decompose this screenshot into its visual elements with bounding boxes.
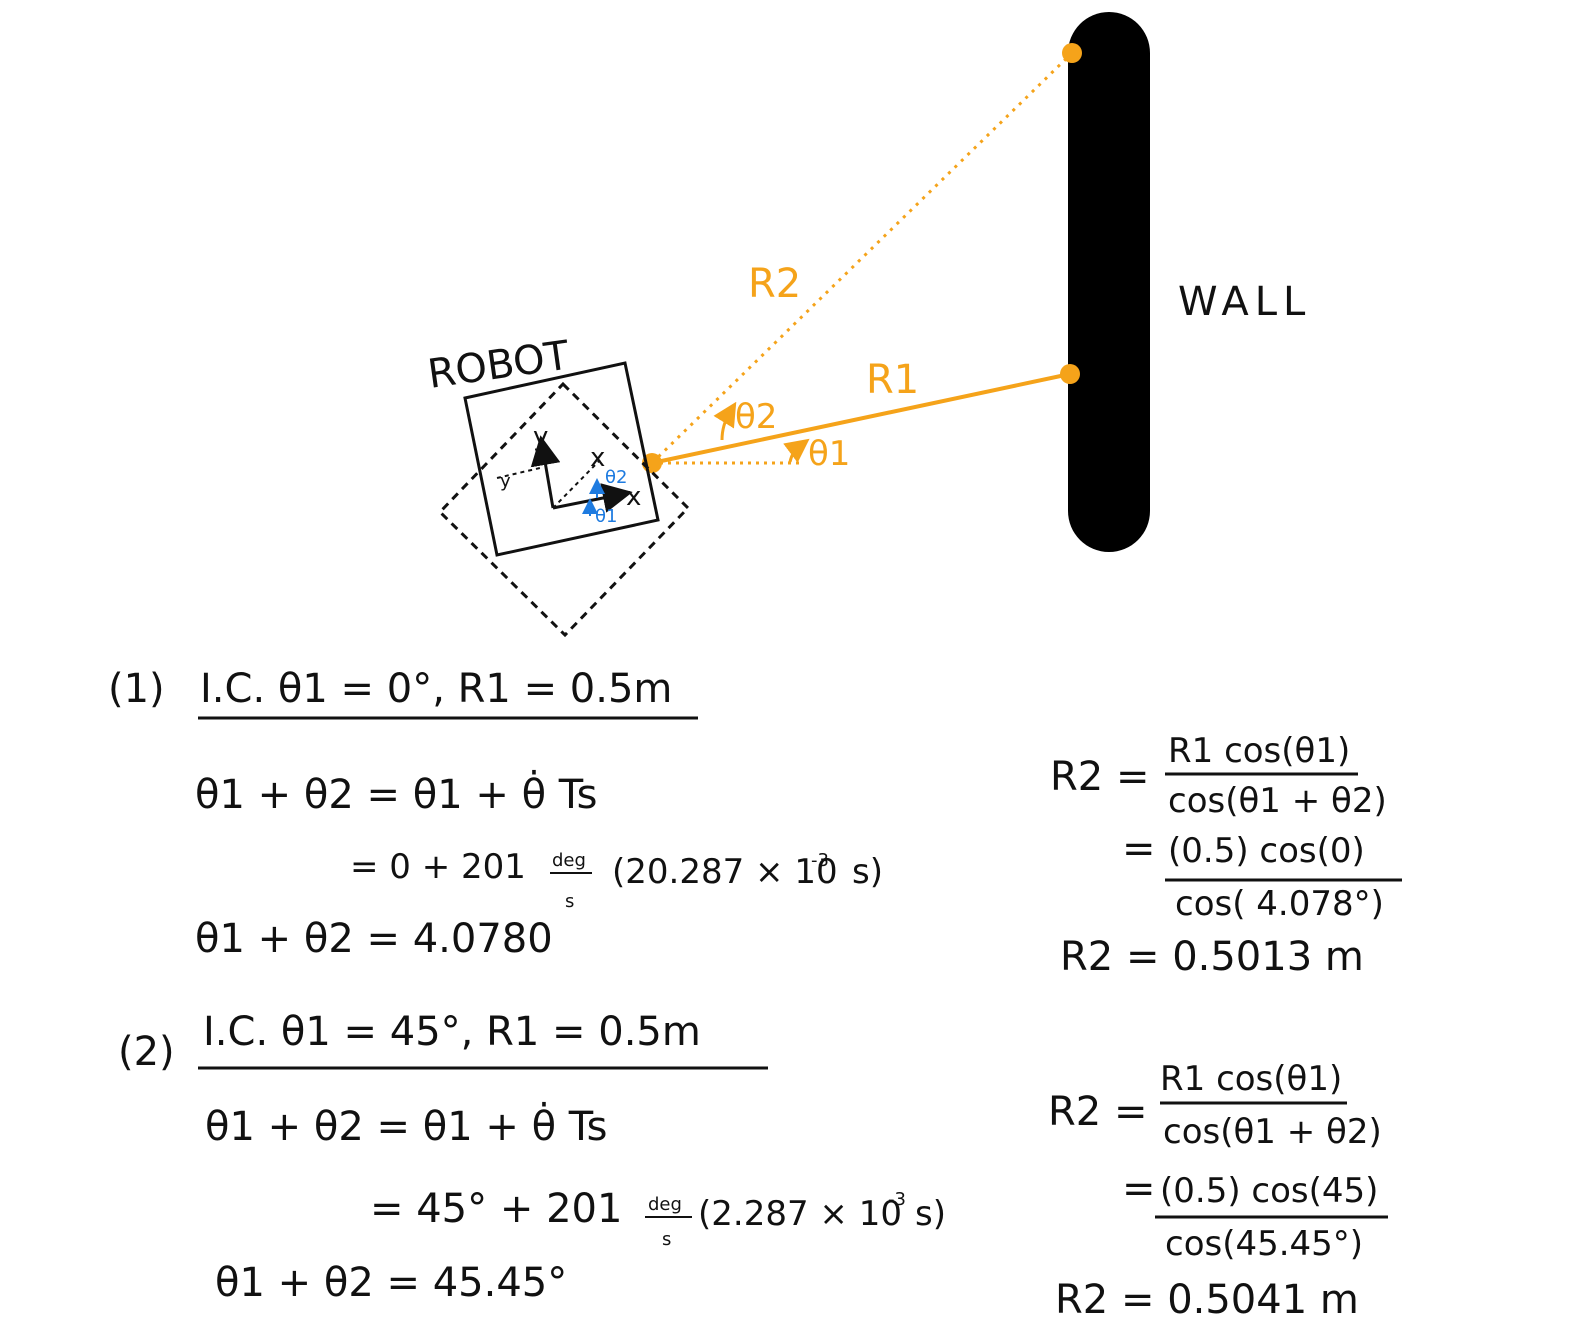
case1-angle-result: θ1 + θ2 = 4.0780 — [195, 916, 553, 962]
case1-unit-denominator: s — [565, 891, 574, 912]
case2-equation-1: θ1 + θ2 = θ1 + θ̇ Ts — [205, 1101, 607, 1150]
case2-r2-result: R2 = 0.5041 m — [1055, 1277, 1359, 1323]
case2-exponent: -3 — [888, 1189, 906, 1210]
case1-unit-numerator: deg — [552, 850, 586, 871]
case2-r2-lhs: R2 = — [1048, 1089, 1147, 1135]
case2-r2-equals: = — [1122, 1166, 1156, 1212]
robot-label: ROBOT — [425, 333, 573, 398]
robot-x-label-secondary: x — [590, 443, 605, 473]
robot-body — [463, 361, 660, 557]
case1-r2-equals: = — [1122, 826, 1156, 872]
theta2-label: θ2 — [735, 397, 777, 437]
robot-y-axis — [530, 435, 561, 509]
case1-r2-denominator-values: cos( 4.078°) — [1175, 884, 1384, 924]
r2-label: R2 — [748, 261, 801, 307]
case2-initial-conditions: I.C. θ1 = 45°, R1 = 0.5m — [203, 1009, 701, 1055]
case2-unit-denominator: s — [662, 1229, 671, 1250]
robot-theta2-label: θ2 — [605, 467, 627, 488]
case1-r2-lhs: R2 = — [1050, 754, 1149, 800]
case1-r2-denominator: cos(θ1 + θ2) — [1168, 781, 1387, 821]
case1-r2-numerator: R1 cos(θ1) — [1168, 731, 1350, 771]
r1-ray — [651, 372, 1071, 465]
robot-dashed-guide — [552, 459, 601, 509]
case2-r2-numerator: R1 cos(θ1) — [1160, 1059, 1342, 1099]
wall — [1068, 12, 1150, 552]
robot-y-label-secondary: y — [500, 471, 511, 492]
case1-equation-1: θ1 + θ2 = θ1 + θ̇ Ts — [195, 769, 597, 818]
r1-label: R1 — [866, 357, 919, 403]
case1-number: (1) — [108, 666, 165, 712]
case1-r2-numerator-values: (0.5) cos(0) — [1168, 831, 1365, 871]
theta1-arc-arrow — [783, 438, 810, 463]
r1-wall-hit-point — [1060, 364, 1080, 384]
case1-equation-2b: (20.287 × 10 — [612, 852, 838, 892]
case2-equation-2b: (2.287 × 10 — [698, 1194, 902, 1234]
r2-wall-hit-point — [1062, 43, 1082, 63]
case1-equation-2a: = 0 + 201 — [350, 847, 526, 887]
r2-ray — [650, 51, 1074, 465]
case2-r2-denominator-values: cos(45.45°) — [1165, 1224, 1363, 1264]
robot-rotated-outline — [437, 381, 691, 638]
robot-x-label: x — [626, 482, 641, 512]
case2-r2-numerator-values: (0.5) cos(45) — [1160, 1171, 1378, 1211]
case1-r2-result: R2 = 0.5013 m — [1060, 934, 1364, 980]
case2-equation-2a: = 45° + 201 — [370, 1186, 622, 1232]
case1-equation-2c: s) — [852, 852, 883, 892]
theta2-arc-arrow — [713, 401, 737, 441]
case2-equation-2c: s) — [915, 1194, 946, 1234]
case2-r2-denominator: cos(θ1 + θ2) — [1163, 1112, 1382, 1152]
case2-unit-numerator: deg — [648, 1194, 682, 1215]
robot-y-label: y — [533, 422, 548, 452]
theta1-label: θ1 — [808, 434, 850, 474]
case2-number: (2) — [118, 1029, 175, 1075]
case1-initial-conditions: I.C. θ1 = 0°, R1 = 0.5m — [200, 666, 672, 712]
case2-angle-result: θ1 + θ2 = 45.45° — [215, 1260, 567, 1306]
case1-exponent: -3 — [811, 850, 829, 871]
robot-theta1-label: θ1 — [595, 506, 617, 527]
wall-label: WALL — [1178, 279, 1311, 325]
